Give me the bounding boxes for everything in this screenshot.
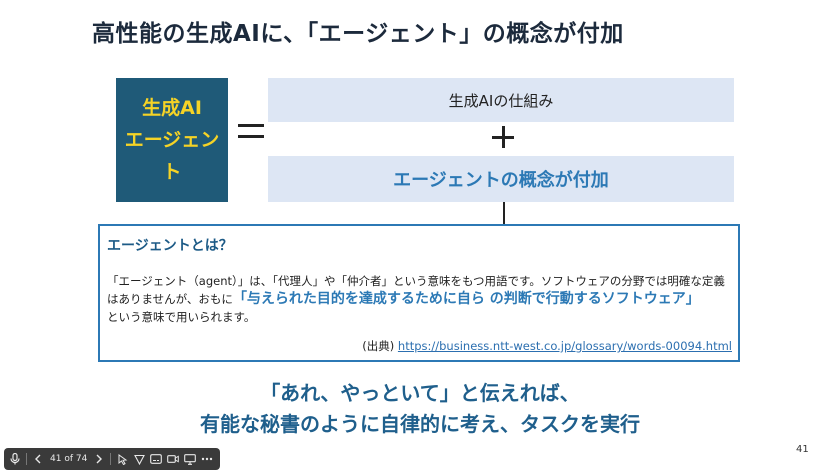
slide-title: 高性能の生成AIに、「エージェント」の概念が付加 [92,21,624,47]
definition-text-1: 「エージェント（agent）」は、「代理人」や「仲介者」という意味をもつ用語です… [107,274,725,306]
camera-icon[interactable] [166,452,180,466]
agent-box-line1: 生成AI [142,97,202,119]
pointer-icon[interactable] [115,452,129,466]
next-icon[interactable] [92,452,106,466]
concept-box: エージェントの概念が付加 [268,156,734,202]
screen-icon[interactable] [183,452,197,466]
tagline: 「あれ、やっといて」と伝えれば、 有能な秘書のように自律的に考え、タスクを実行 [0,378,840,440]
previous-icon[interactable] [31,452,45,466]
microphone-icon[interactable] [8,452,22,466]
definition-body: 「エージェント（agent）」は、「代理人」や「仲介者」という意味をもつ用語です… [107,272,735,326]
definition-source: (出典) https://business.ntt-west.co.jp/glo… [362,338,732,354]
connector-line [503,202,505,224]
presentation-toolbar: 41 of 74 [4,448,220,470]
toolbar-divider [26,453,27,465]
agent-box-line2: エージェント [124,129,220,183]
concept-label: エージェントの概念が付加 [393,170,609,191]
annotate-icon[interactable] [132,452,146,466]
definition-highlight: 「与えられた目的を達成するために自ら の判断で行動するソフトウェア」 [232,291,700,307]
page-number: 41 [796,444,809,455]
plus-sign [488,122,518,154]
mechanism-label: 生成AIの仕組み [448,91,554,110]
mechanism-box: 生成AIの仕組み [268,78,734,122]
source-link[interactable]: https://business.ntt-west.co.jp/glossary… [397,339,732,353]
slide-counter: 41 of 74 [50,454,88,464]
toolbar-divider [110,453,112,465]
definition-heading: エージェントとは？ [107,238,233,254]
generative-ai-agent-box: 生成AI エージェント [116,78,228,202]
definition-box: エージェントとは？ 「エージェント（agent）」は、「代理人」や「仲介者」とい… [98,224,740,362]
tagline-line2: 有能な秘書のように自律的に考え、タスクを実行 [200,412,640,436]
source-label: (出典) [362,339,395,353]
definition-text-2: という意味で用いられます。 [107,310,256,324]
subtitles-icon[interactable] [149,452,163,466]
more-icon[interactable] [200,452,214,466]
equals-sign [236,112,268,152]
tagline-line1: 「あれ、やっといて」と伝えれば、 [260,381,580,405]
